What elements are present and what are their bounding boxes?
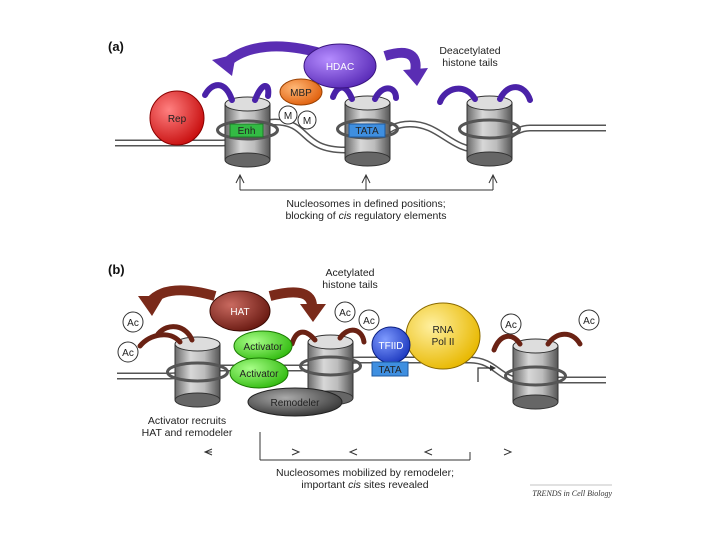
recruit-label-line1: Activator recruits — [148, 415, 226, 427]
methyl-label-2: M — [303, 116, 311, 127]
deacetylated-label-line1: Deacetylated — [439, 45, 500, 57]
histone-tails-a — [202, 82, 533, 105]
ac-label-5: Ac — [505, 320, 517, 331]
hat-label: HAT — [230, 307, 249, 318]
tata-label-b: TATA — [378, 365, 402, 376]
rep-label: Rep — [168, 114, 187, 125]
ac-label-3: Ac — [339, 308, 351, 319]
ac-mark-4 — [358, 309, 380, 331]
ac-label-1: Ac — [127, 318, 139, 329]
mbp-label: MBP — [290, 88, 312, 99]
ac-mark-6 — [578, 309, 600, 331]
deacetylated-label-line2: histone tails — [442, 57, 497, 69]
activator-2 — [229, 357, 289, 389]
ac-label-2: Ac — [122, 348, 134, 359]
hat-complex — [209, 290, 271, 332]
enh-label: Enh — [238, 126, 256, 137]
ac-mark-5 — [500, 313, 522, 335]
transcription-start-arrow — [477, 367, 492, 382]
methyl-mark-2 — [297, 110, 317, 130]
hdac-complex — [303, 43, 377, 89]
recruit-label-line2: HAT and remodeler — [142, 427, 233, 439]
hdac-label: HDAC — [326, 62, 354, 73]
acetylated-label-line1: Acetylated — [325, 267, 374, 279]
repressor-protein — [149, 90, 205, 146]
remodeler-complex — [247, 387, 343, 417]
tata-box-a — [348, 123, 386, 138]
rna-label-line2: Pol II — [432, 337, 455, 348]
panel-a-label: (a) — [108, 39, 124, 54]
remodeler-label: Remodeler — [271, 398, 321, 409]
activator-label-1: Activator — [244, 342, 284, 353]
caption-b-line1: Nucleosomes mobilized by remodeler; — [276, 467, 454, 479]
acetylated-label-line2: histone tails — [322, 279, 377, 291]
hat-arrows — [138, 285, 326, 322]
methyl-mark-1 — [278, 105, 298, 125]
tfiid-label: TFIID — [379, 341, 404, 352]
ac-mark-3 — [334, 301, 356, 323]
caption-a-line1: Nucleosomes in defined positions; — [286, 198, 445, 210]
caption-a-line2: blocking of cis regulatory elements — [285, 210, 446, 222]
mbp-protein — [279, 78, 323, 106]
nucleosome-b1 — [166, 336, 229, 408]
ac-label-6: Ac — [583, 316, 595, 327]
rna-label-line1: RNA — [432, 325, 453, 336]
ac-label-4: Ac — [363, 316, 375, 327]
tata-label-a: TATA — [355, 126, 379, 137]
nucleosome-b3 — [504, 338, 567, 410]
ac-mark-1 — [122, 311, 144, 333]
rna-pol-ii — [405, 302, 481, 370]
panel-b-label: (b) — [108, 262, 125, 277]
journal-credit: TRENDS in Cell Biology — [532, 489, 612, 498]
histone-tails-b — [137, 324, 583, 353]
tata-box-b — [371, 361, 409, 377]
enhancer-element — [229, 123, 264, 138]
methyl-label-1: M — [284, 111, 292, 122]
mobilized-bracket-b — [203, 432, 513, 461]
position-bracket-a — [235, 173, 498, 191]
activator-label-2: Activator — [240, 369, 280, 380]
caption-b-line2: important cis sites revealed — [301, 479, 428, 491]
nucleosome-a3 — [458, 95, 521, 167]
ac-mark-2 — [117, 341, 139, 363]
